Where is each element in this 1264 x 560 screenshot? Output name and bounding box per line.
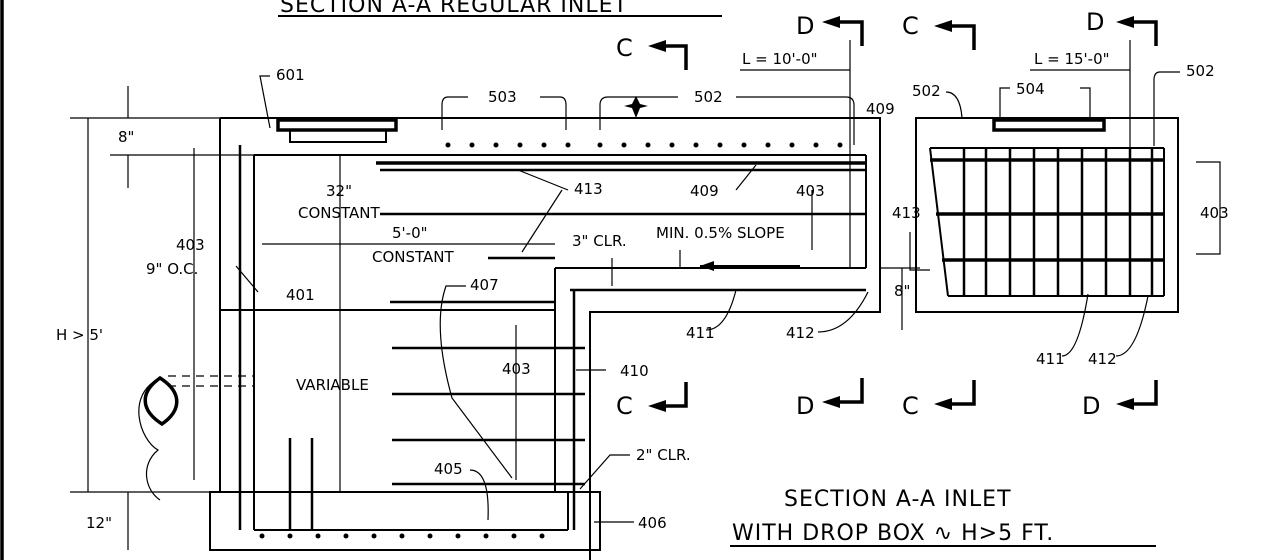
min-slope-label: MIN. 0.5% SLOPE [656, 224, 785, 242]
detail-section [909, 16, 1221, 410]
section-cut-d-main [822, 16, 864, 408]
leader-503-l [441, 96, 468, 130]
leader-504-r [1080, 87, 1091, 120]
cut-label-d-bottom-2: D [1082, 392, 1100, 420]
mark-403-left: 403 [176, 236, 205, 254]
leader-413-b [521, 189, 563, 253]
cut-label-c-bottom: C [616, 392, 633, 420]
detail-outline [915, 117, 1179, 313]
mark-409-top: 409 [866, 100, 895, 118]
leader-412 [817, 291, 869, 333]
mark-403-low: 403 [502, 360, 531, 378]
mark-406: 406 [638, 514, 667, 532]
detail-vertical-bars [962, 148, 1154, 296]
upper-box-outline [220, 117, 881, 560]
leader-502-r [736, 96, 855, 145]
clear-2in: 2" CLR. [636, 446, 691, 464]
pipe-outline [138, 377, 161, 501]
leader-403-detail [1196, 161, 1221, 255]
mark-403-detail: 403 [1200, 204, 1229, 222]
leader-411 [705, 289, 737, 331]
detail-sloped-wall [929, 147, 949, 297]
section-cut-d-detail [1116, 16, 1158, 410]
mark-409-mid: 409 [690, 182, 719, 200]
leader-502-l [599, 96, 678, 130]
mark-502-detail-right: 502 [1186, 62, 1215, 80]
mark-401: 401 [286, 286, 315, 304]
base-slab [209, 491, 601, 551]
slope-arrowhead [700, 261, 714, 271]
mark-407: 407 [470, 276, 499, 294]
cut-label-c-bottom-2: C [902, 392, 919, 420]
section-cut-c-left [648, 40, 688, 412]
mark-412: 412 [786, 324, 815, 342]
inlet-frame [276, 118, 398, 132]
leader-412-detail [1115, 295, 1149, 357]
inlet-grate [289, 129, 387, 143]
mark-413: 413 [574, 180, 603, 198]
dim-32: 32" [326, 182, 352, 200]
mark-410: 410 [620, 362, 649, 380]
cut-label-d-top-1: D [796, 12, 814, 40]
leader-503-r [540, 96, 567, 130]
main-section [70, 16, 920, 560]
length-label-main: L = 10'-0" [742, 50, 818, 68]
leader-2clr [579, 454, 630, 490]
variable-label: VARIABLE [296, 376, 369, 394]
mark-413-detail: 413 [892, 204, 921, 222]
dim-8-right: 8" [894, 282, 910, 300]
constant-label-1: CONSTANT [298, 204, 381, 222]
mark-405: 405 [434, 460, 463, 478]
mark-412-detail: 412 [1088, 350, 1117, 368]
dim-12: 12" [86, 514, 112, 532]
top-section-title: SECTION A-A REGULAR INLET [280, 0, 628, 18]
section-cut-c-detail [934, 20, 976, 410]
drawing-title-line1: SECTION A-A INLET [784, 487, 1012, 512]
pipe-section [143, 375, 179, 427]
mark-411-detail: 411 [1036, 350, 1065, 368]
leader-411-detail [1061, 293, 1089, 357]
mark-601: 601 [276, 66, 305, 84]
cut-label-c-top-2: C [902, 12, 919, 40]
leader-405 [469, 469, 489, 521]
leader-409-mid [735, 164, 757, 191]
top-slab-rebar [445, 142, 843, 148]
mark-502-detail-left: 502 [912, 82, 941, 100]
cut-label-d-top-2: D [1086, 8, 1104, 36]
dim-5ft: 5'-0" [392, 224, 428, 242]
star-marker [624, 96, 648, 118]
mark-504: 504 [1016, 80, 1045, 98]
leader-504-l [999, 87, 1010, 120]
mark-502-main: 502 [694, 88, 723, 106]
cut-label-d-bottom-1: D [796, 392, 814, 420]
detail-frame [992, 118, 1106, 132]
clear-3in: 3" CLR. [572, 232, 627, 250]
mark-503: 503 [488, 88, 517, 106]
height-label: H > 5' [56, 326, 103, 344]
drawing-title-line2: WITH DROP BOX ∿ H>5 FT. [732, 521, 1054, 546]
base-rebar-dots [259, 533, 545, 539]
leader-601 [259, 75, 271, 129]
spacing-9oc: 9" O.C. [146, 260, 198, 278]
leader-413-a [517, 169, 569, 191]
leader-407 [439, 285, 513, 479]
dim-8-top: 8" [118, 128, 134, 146]
mark-411: 411 [686, 324, 715, 342]
leader-401 [235, 265, 259, 293]
constant-label-2: CONSTANT [372, 248, 455, 266]
mark-403-mid: 403 [796, 182, 825, 200]
leader-413-detail [909, 232, 930, 271]
length-label-detail: L = 15'-0" [1034, 50, 1110, 68]
leader-502-detail-l [945, 91, 963, 119]
leader-502-detail-r [1153, 71, 1180, 146]
cut-label-c-top: C [616, 34, 633, 62]
